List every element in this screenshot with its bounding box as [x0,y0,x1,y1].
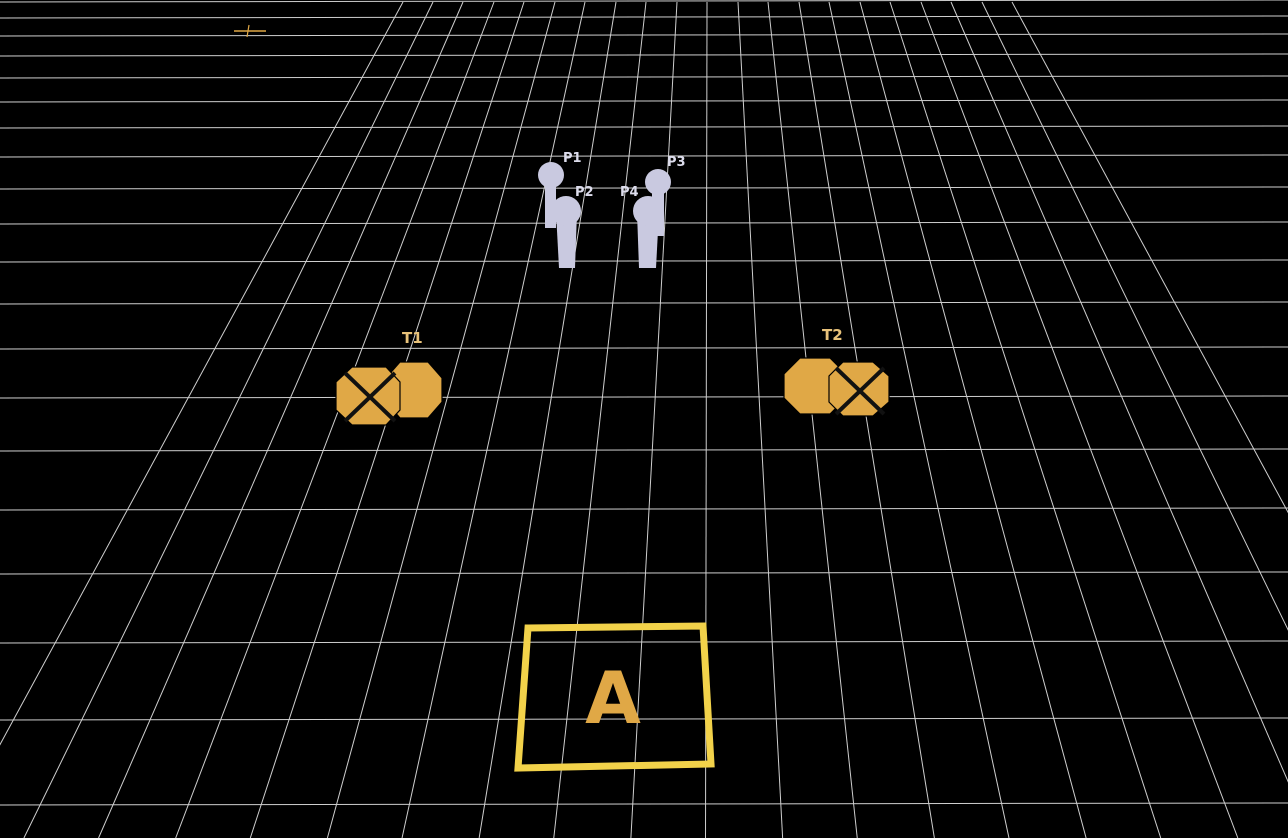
player-p2-label: P2 [575,185,594,200]
target-t1-label: T1 [402,329,423,347]
player-p2-head [551,196,581,226]
target-t2-label: T2 [822,326,843,344]
waymark-a-label: A [585,656,641,740]
player-p1-head [538,162,564,188]
player-p4-label: P4 [620,185,639,200]
player-p4-head [633,196,663,226]
player-p3-head [645,169,671,195]
player-p3-label: P3 [667,155,686,170]
player-p1-label: P1 [563,151,582,166]
